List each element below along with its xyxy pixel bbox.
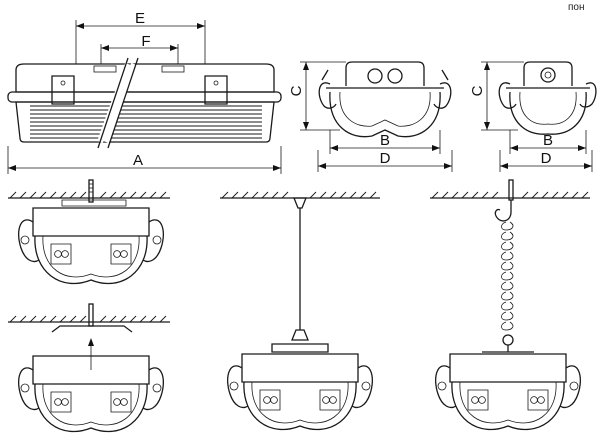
dimension-d-label-large: D [380, 150, 391, 167]
cable-suspension [220, 191, 380, 431]
dimension-c-label-small: C [469, 85, 486, 96]
front-view: E F [7, 10, 282, 174]
side-view-large: C B D [288, 61, 453, 172]
dimension-b-label-large: B [380, 132, 390, 149]
hook-chain-suspension [430, 179, 590, 431]
side-view-small: C B D [469, 61, 597, 172]
bracket-mount [8, 303, 170, 433]
dimension-c-label-large: C [288, 85, 305, 96]
dimension-f-label: F [141, 33, 150, 50]
dimension-d-label-small: D [541, 150, 552, 167]
corner-text: пон [568, 2, 585, 13]
ceiling-mount [8, 179, 170, 285]
dimension-b-label-small: B [543, 132, 553, 149]
dimension-a-label: A [133, 152, 143, 169]
dimension-e-label: E [135, 10, 145, 27]
